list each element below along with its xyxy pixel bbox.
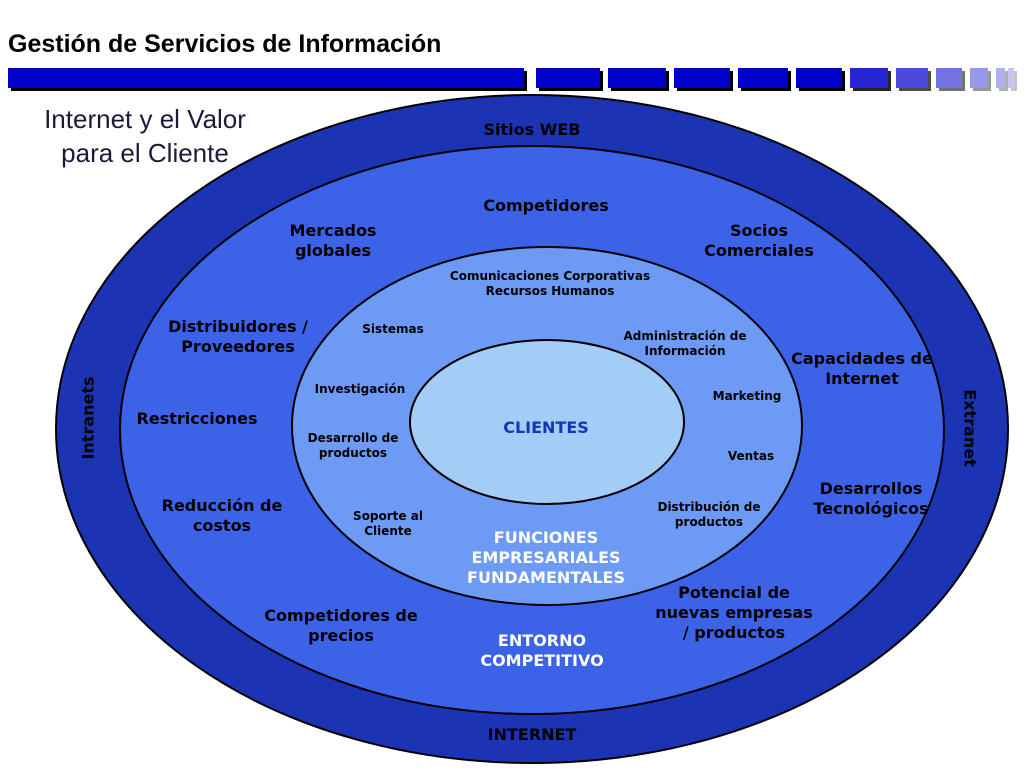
label-distribucion-productos: Distribución de productos — [657, 500, 760, 530]
label-line: Competidores — [483, 196, 609, 215]
label-line: costos — [192, 516, 252, 535]
header-bar-segment — [608, 68, 666, 88]
header-bar-segment — [850, 68, 888, 88]
label-line: Sistemas — [362, 322, 424, 336]
label-line: Marketing — [712, 389, 782, 403]
header-bar-segment — [536, 68, 600, 88]
label-line: Administración de — [623, 329, 747, 343]
outer-label-extranet: Extranet — [960, 389, 980, 467]
label-marketing: Marketing — [713, 389, 782, 404]
header-bar-segment — [738, 68, 788, 88]
outer-label-sitios-web: Sitios WEB — [483, 120, 581, 139]
label-line: productos — [674, 515, 744, 529]
core-label-clientes: CLIENTES — [503, 418, 589, 437]
label-line: Socios — [730, 221, 788, 240]
label-line: Comunicaciones Corporativas — [449, 269, 651, 283]
label-line: nuevas empresas — [655, 603, 813, 622]
label-reduccion-costos: Reducción de costos — [162, 496, 283, 536]
subtitle-line: para el Cliente — [61, 138, 229, 168]
label-mercados-globales: Mercados globales — [290, 221, 377, 261]
header-bar-segment — [796, 68, 842, 88]
label-desarrollos-tecnologicos: Desarrollos Tecnológicos — [814, 479, 929, 519]
label-soporte-cliente: Soporte al Cliente — [353, 509, 423, 539]
label-line: productos — [318, 446, 388, 460]
label-line: Desarrollo de — [307, 431, 399, 445]
label-line: Capacidades de — [791, 349, 933, 368]
label-line: Soporte al — [353, 509, 423, 523]
label-line: Mercados — [289, 221, 377, 240]
label-line: Potencial de — [678, 583, 790, 602]
label-capacidades-internet: Capacidades de Internet — [791, 349, 933, 389]
header-bar-segment — [8, 68, 524, 88]
caption-entorno-competitivo: ENTORNO COMPETITIVO — [480, 631, 603, 671]
outer-label-intranets: Intranets — [78, 376, 98, 460]
label-competidores: Competidores — [483, 196, 609, 216]
label-sistemas: Sistemas — [362, 322, 424, 337]
caption-line: COMPETITIVO — [480, 651, 604, 670]
label-ventas: Ventas — [728, 449, 774, 464]
label-administracion-informacion: Administración de Información — [624, 329, 747, 359]
label-line: Distribución de — [657, 500, 761, 514]
slide-title: Gestión de Servicios de Información — [8, 30, 442, 58]
caption-line: FUNDAMENTALES — [467, 568, 625, 587]
label-desarrollo-productos: Desarrollo de productos — [308, 431, 399, 461]
label-restricciones: Restricciones — [137, 409, 258, 429]
label-line: Distribuidores / — [168, 317, 308, 336]
label-line: Ventas — [727, 449, 775, 463]
label-line: Competidores de — [264, 606, 418, 625]
label-potencial-nuevas-empresas: Potencial de nuevas empresas / productos — [655, 583, 813, 643]
header-bar-segment — [1008, 68, 1014, 88]
core-ellipse-clients — [409, 339, 685, 505]
subtitle-line: Internet y el Valor — [44, 104, 246, 134]
subtitle: Internet y el Valor para el Cliente — [10, 102, 280, 170]
label-line: / productos — [682, 623, 786, 642]
label-line: Recursos Humanos — [485, 284, 615, 298]
header-bar-segment — [674, 68, 730, 88]
caption-line: FUNCIONES — [493, 528, 599, 547]
label-line: globales — [294, 241, 372, 260]
label-line: precios — [308, 626, 374, 645]
header-bar-segment — [936, 68, 962, 88]
caption-funciones-empresariales: FUNCIONES EMPRESARIALES FUNDAMENTALES — [467, 528, 625, 588]
label-line: Internet — [825, 369, 899, 388]
label-line: Desarrollos — [819, 479, 923, 498]
label-line: Tecnológicos — [813, 499, 929, 518]
label-line: Reducción de — [161, 496, 283, 515]
label-line: Cliente — [364, 524, 412, 538]
label-investigacion: Investigación — [315, 382, 406, 397]
label-line: Proveedores — [181, 337, 295, 356]
label-line: Restricciones — [136, 409, 258, 428]
label-distribuidores-proveedores: Distribuidores / Proveedores — [168, 317, 308, 357]
header-bar-segment — [896, 68, 928, 88]
header-bar-segment — [996, 68, 1005, 88]
label-line: Información — [644, 344, 726, 358]
label-competidores-precios: Competidores de precios — [264, 606, 417, 646]
caption-line: ENTORNO — [497, 631, 587, 650]
header-bar-decoration — [8, 68, 1016, 92]
header-bar-segment — [970, 68, 988, 88]
label-line: Investigación — [314, 382, 406, 396]
label-comunicaciones-rrhh: Comunicaciones Corporativas Recursos Hum… — [450, 269, 650, 299]
label-line: Comerciales — [704, 241, 814, 260]
label-socios-comerciales: Socios Comerciales — [704, 221, 814, 261]
outer-label-internet: INTERNET — [487, 725, 577, 744]
caption-line: EMPRESARIALES — [471, 548, 621, 567]
